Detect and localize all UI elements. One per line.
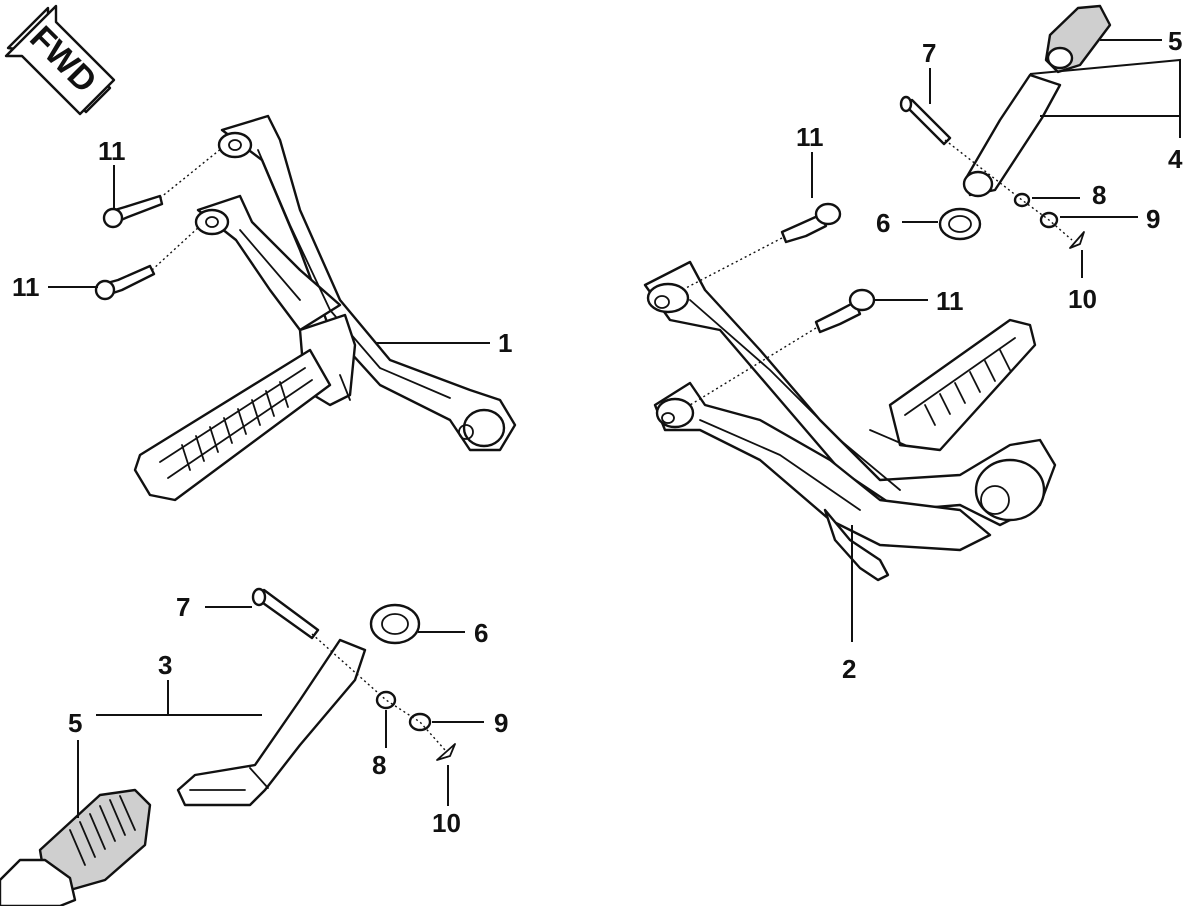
washer-8-right bbox=[1013, 192, 1031, 208]
footrest-3 bbox=[176, 638, 367, 807]
callout-11-a: 11 bbox=[98, 136, 126, 166]
bolt-11-b bbox=[94, 264, 156, 301]
bolt-11-d bbox=[814, 288, 876, 334]
bolt-11-c bbox=[780, 202, 842, 244]
rubber-5-right bbox=[1044, 4, 1112, 74]
bolt-11-a bbox=[102, 194, 164, 229]
callout-3: 3 bbox=[158, 650, 172, 680]
washer-6-right bbox=[938, 207, 982, 241]
callout-5-left: 5 bbox=[68, 708, 82, 738]
callout-9-left: 9 bbox=[494, 708, 508, 738]
callout-11-b: 11 bbox=[12, 272, 40, 302]
washer-6-left bbox=[369, 603, 421, 645]
footrest-bracket-right bbox=[643, 260, 1057, 582]
pin-7-left bbox=[251, 587, 320, 640]
pin-7-right bbox=[899, 95, 952, 146]
callout-8-right: 8 bbox=[1092, 180, 1106, 210]
callout-6-left: 6 bbox=[474, 618, 488, 648]
rubber-5-left bbox=[0, 788, 152, 906]
callout-11-c: 11 bbox=[796, 122, 824, 152]
footrest-bracket-left bbox=[133, 114, 517, 502]
cotter-pin-10-left bbox=[436, 743, 456, 761]
callout-9-right: 9 bbox=[1146, 204, 1160, 234]
callout-7-left: 7 bbox=[176, 592, 190, 622]
callout-10-left: 10 bbox=[432, 808, 461, 838]
footpeg-rubber-ribs bbox=[181, 381, 289, 471]
cotter-pin-10-right bbox=[1069, 231, 1085, 249]
callout-11-d: 11 bbox=[936, 286, 964, 316]
washer-8-left bbox=[375, 690, 397, 710]
callout-2: 2 bbox=[842, 654, 856, 684]
callout-7-right: 7 bbox=[922, 38, 936, 68]
callout-8-left: 8 bbox=[372, 750, 386, 780]
callout-10-right: 10 bbox=[1068, 284, 1097, 314]
washer-9-left bbox=[408, 712, 432, 732]
footrest-4-right bbox=[962, 73, 1062, 198]
footpeg-right-ribs bbox=[924, 349, 1011, 426]
callout-6-right: 6 bbox=[876, 208, 890, 238]
fwd-arrow-icon: FWD bbox=[4, 4, 116, 116]
rubber-left-ribs bbox=[69, 795, 136, 866]
callout-4: 4 bbox=[1168, 144, 1183, 174]
callout-5-right: 5 bbox=[1168, 26, 1182, 56]
callout-1: 1 bbox=[498, 328, 512, 358]
